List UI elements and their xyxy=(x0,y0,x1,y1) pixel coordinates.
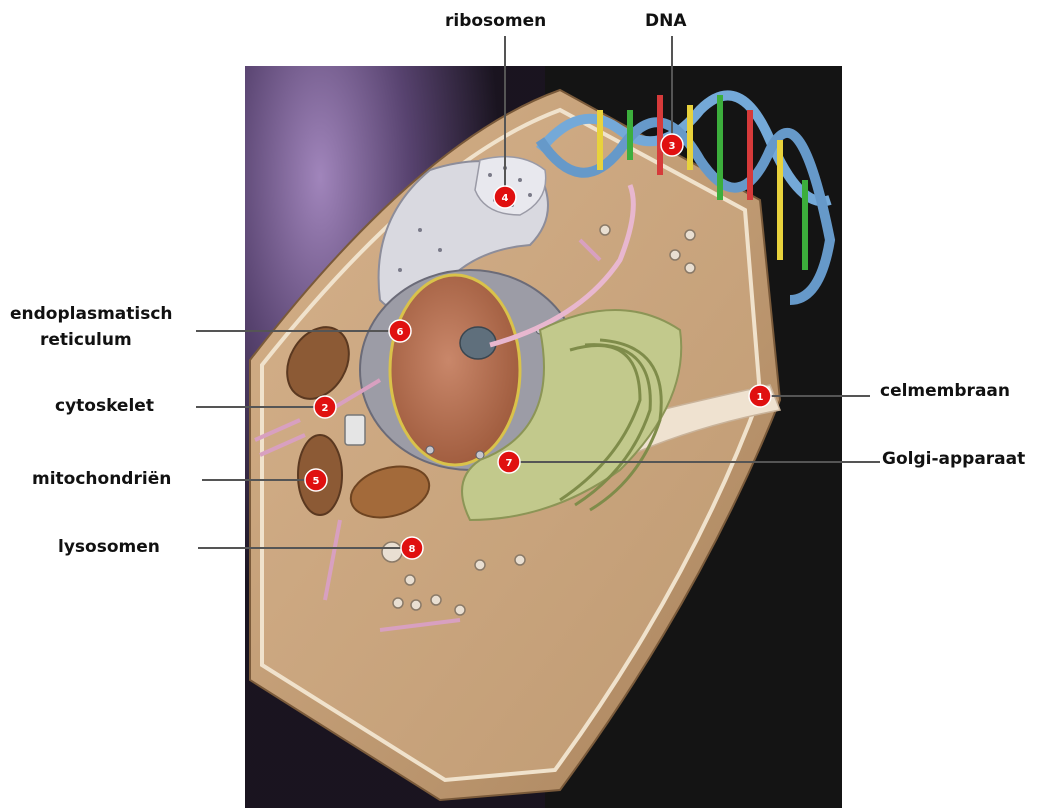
svg-text:5: 5 xyxy=(313,476,320,487)
svg-text:2: 2 xyxy=(322,403,329,414)
badge-cytoskelet: 2 xyxy=(314,396,336,418)
svg-text:4: 4 xyxy=(502,193,509,204)
label-lysosomen: lysosomen xyxy=(58,536,160,558)
badge-ribosomen: 4 xyxy=(494,186,516,208)
badge-mitochondrien: 5 xyxy=(305,469,327,491)
badge-golgi: 7 xyxy=(498,451,520,473)
label-er-line2: reticulum xyxy=(40,329,132,351)
label-er-line1: endoplasmatisch xyxy=(10,303,173,325)
svg-text:8: 8 xyxy=(409,544,416,555)
label-golgi: Golgi-apparaat xyxy=(882,448,1025,470)
label-mitochondrien: mitochondriën xyxy=(32,468,171,490)
svg-text:6: 6 xyxy=(397,327,404,338)
label-ribosomen: ribosomen xyxy=(445,10,546,32)
label-cytoskelet: cytoskelet xyxy=(55,395,154,417)
badge-er: 6 xyxy=(389,320,411,342)
svg-text:3: 3 xyxy=(669,141,676,152)
label-celmembraan: celmembraan xyxy=(880,380,1010,402)
nucleus xyxy=(390,275,520,465)
svg-text:1: 1 xyxy=(757,392,764,403)
badge-celmembraan: 1 xyxy=(749,385,771,407)
svg-text:7: 7 xyxy=(506,458,513,469)
label-dna: DNA xyxy=(645,10,687,32)
badge-dna: 3 xyxy=(661,134,683,156)
badge-lysosomen: 8 xyxy=(401,537,423,559)
centriole xyxy=(345,415,365,445)
